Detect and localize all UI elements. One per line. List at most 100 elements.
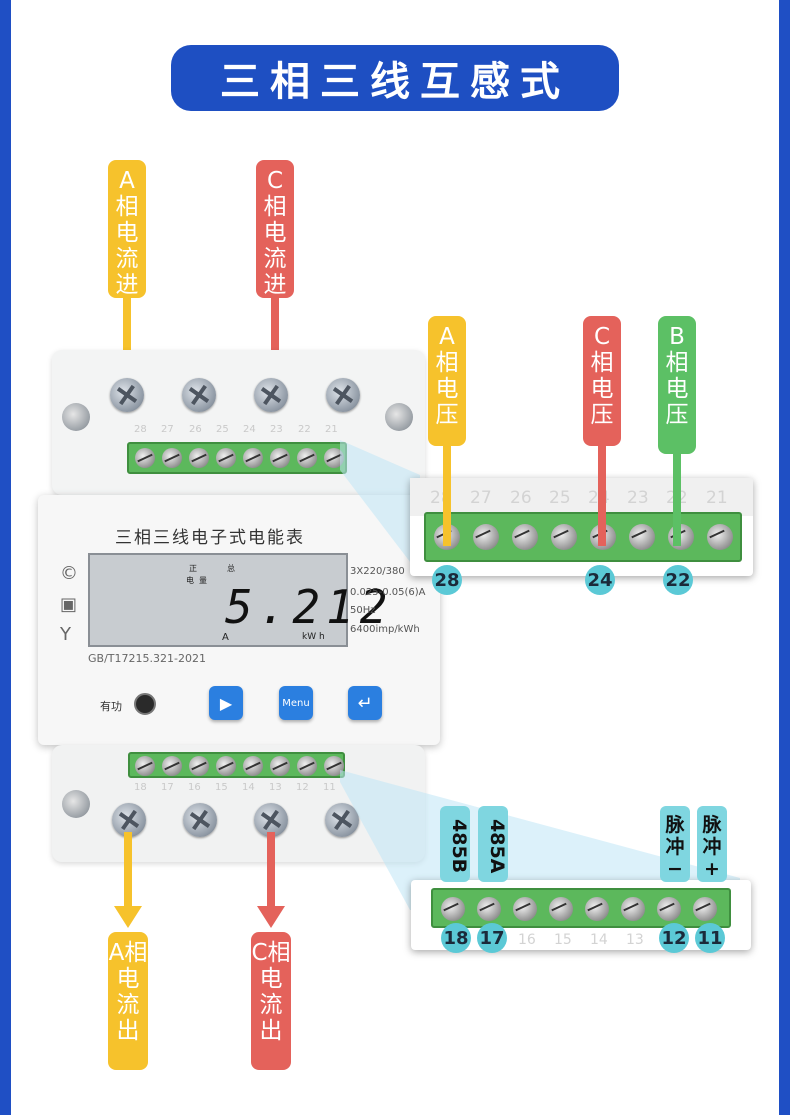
label-b-voltage: B相电压 bbox=[658, 316, 696, 454]
spec-current: 0.025-0.05(6)A bbox=[350, 587, 426, 598]
active-energy-label: 有功 bbox=[100, 700, 122, 713]
terminal-number: 23 bbox=[270, 424, 283, 435]
terminal-screw-icon bbox=[629, 524, 655, 550]
label-c-current-in: C相电流进 bbox=[256, 160, 294, 298]
terminal-screw-icon bbox=[324, 448, 344, 468]
terminal-screw-icon bbox=[243, 756, 263, 776]
terminal-screw-icon bbox=[657, 897, 681, 921]
terminal-screw-icon bbox=[216, 448, 236, 468]
label-a-current-in: A相电流进 bbox=[108, 160, 146, 298]
terminal-number: 14 bbox=[242, 782, 255, 793]
arrow-shaft-c-out bbox=[267, 832, 275, 908]
spec-frequency: 50Hz bbox=[350, 605, 376, 616]
terminal-number: 26 bbox=[189, 424, 202, 435]
terminal-screw-icon bbox=[707, 524, 733, 550]
certification-icon: © bbox=[60, 563, 78, 584]
terminal-screw-icon bbox=[325, 803, 359, 837]
terminal-screw-icon bbox=[182, 378, 216, 412]
menu-button[interactable]: Menu bbox=[279, 686, 313, 720]
terminal-number: 13 bbox=[626, 932, 644, 948]
terminal-badge-11: 11 bbox=[695, 923, 725, 953]
terminal-screw-icon bbox=[135, 756, 155, 776]
terminal-badge-17: 17 bbox=[477, 923, 507, 953]
play-icon: ▶ bbox=[219, 693, 233, 713]
line-c-voltage bbox=[598, 446, 606, 546]
tag-485b: 485B bbox=[440, 806, 470, 882]
terminal-screw-icon bbox=[189, 448, 209, 468]
zoom-top-rim bbox=[410, 478, 753, 516]
terminal-screw-icon bbox=[112, 803, 146, 837]
terminal-number: 21 bbox=[706, 488, 728, 508]
enter-icon: ↵ bbox=[357, 692, 373, 714]
lcd-indicator-dian: 电 bbox=[186, 576, 194, 585]
terminal-badge-24: 24 bbox=[585, 565, 615, 595]
terminal-number: 15 bbox=[554, 932, 572, 948]
terminal-screw-icon bbox=[162, 756, 182, 776]
terminal-screw-icon bbox=[162, 448, 182, 468]
label-c-voltage: C相电压 bbox=[583, 316, 621, 446]
meter-name: 三相三线电子式电能表 bbox=[115, 528, 305, 548]
page-title: 三相三线互感式 bbox=[171, 45, 619, 111]
terminal-screw-icon bbox=[668, 524, 694, 550]
lcd-energy-value: 5.212 bbox=[225, 580, 394, 634]
label-c-current-out: C相电流出 bbox=[251, 932, 291, 1070]
terminal-badge-22: 22 bbox=[663, 565, 693, 595]
meter-standard: GB/T17215.321-2021 bbox=[88, 652, 206, 665]
label-a-voltage: A相电压 bbox=[428, 316, 466, 446]
terminal-screw-icon bbox=[297, 756, 317, 776]
terminal-number: 21 bbox=[325, 424, 338, 435]
arrow-shaft-a-out bbox=[124, 832, 132, 908]
terminal-screw-icon bbox=[254, 378, 288, 412]
mount-screw-icon bbox=[62, 790, 90, 818]
terminal-number: 14 bbox=[590, 932, 608, 948]
terminal-screw-icon bbox=[297, 448, 317, 468]
terminal-screw-icon bbox=[270, 756, 290, 776]
terminal-screw-icon bbox=[216, 756, 236, 776]
terminal-screw-icon bbox=[254, 803, 288, 837]
lcd-indicator-zheng: 正 bbox=[189, 564, 197, 573]
terminal-screw-icon bbox=[585, 897, 609, 921]
three-phase-icon: Y bbox=[60, 624, 71, 645]
zoom-top-terminals: 28 27 26 25 24 23 22 21 bbox=[410, 478, 753, 576]
terminal-number: 16 bbox=[518, 932, 536, 948]
play-button[interactable]: ▶ bbox=[209, 686, 243, 720]
terminal-screw-icon bbox=[512, 524, 538, 550]
enter-button[interactable]: ↵ bbox=[348, 686, 382, 720]
zoom-beam-top bbox=[340, 440, 420, 575]
lcd-unit-a: A bbox=[222, 632, 229, 643]
terminal-screw-icon bbox=[270, 448, 290, 468]
double-insulation-icon: ▣ bbox=[60, 594, 78, 615]
arrow-down-icon bbox=[114, 906, 142, 928]
terminal-number: 17 bbox=[161, 782, 174, 793]
spec-impulse-constant: 6400imp/kWh bbox=[350, 624, 420, 635]
terminal-screw-icon bbox=[243, 448, 263, 468]
terminal-number: 15 bbox=[215, 782, 228, 793]
tag-pulse-minus: 脉冲− bbox=[660, 806, 690, 882]
pulse-led-icon bbox=[134, 693, 156, 715]
terminal-number: 27 bbox=[470, 488, 492, 508]
lcd-unit-kwh: kW h bbox=[302, 632, 325, 642]
terminal-screw-icon bbox=[189, 756, 209, 776]
terminal-screw-icon bbox=[693, 897, 717, 921]
terminal-screw-icon bbox=[183, 803, 217, 837]
terminal-screw-icon bbox=[473, 524, 499, 550]
terminal-screw-icon bbox=[135, 448, 155, 468]
terminal-number: 22 bbox=[298, 424, 311, 435]
terminal-badge-18: 18 bbox=[441, 923, 471, 953]
terminal-number: 18 bbox=[134, 782, 147, 793]
terminal-badge-28: 28 bbox=[432, 565, 462, 595]
label-a-current-out: A相电流出 bbox=[108, 932, 148, 1070]
terminal-number: 25 bbox=[216, 424, 229, 435]
terminal-screw-icon bbox=[549, 897, 573, 921]
terminal-number: 12 bbox=[296, 782, 309, 793]
tag-pulse-plus: 脉冲+ bbox=[697, 806, 727, 882]
mount-screw-icon bbox=[62, 403, 90, 431]
menu-button-label: Menu bbox=[282, 697, 310, 709]
terminal-number: 27 bbox=[161, 424, 174, 435]
line-a-voltage bbox=[443, 446, 451, 546]
arrow-shaft-a-in bbox=[123, 298, 131, 360]
page-title-text: 三相三线互感式 bbox=[220, 59, 570, 105]
terminal-number: 24 bbox=[243, 424, 256, 435]
terminal-screw-icon bbox=[110, 378, 144, 412]
terminal-number: 13 bbox=[269, 782, 282, 793]
